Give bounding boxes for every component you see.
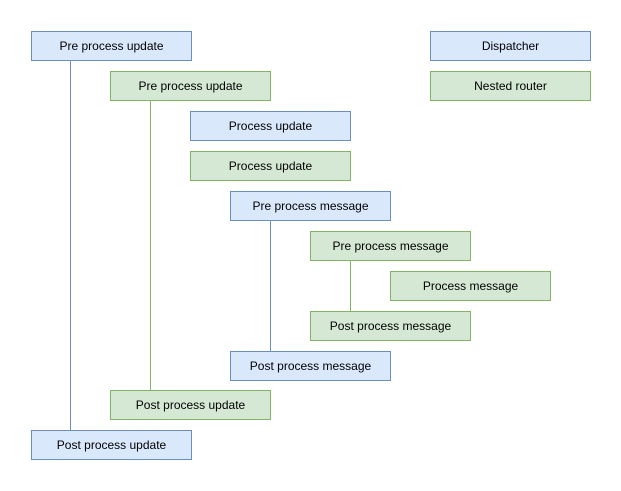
node-nested-router: Nested router xyxy=(430,71,591,101)
node-pre-process-update-green: Pre process update xyxy=(110,71,271,101)
node-post-process-message-blue: Post process message xyxy=(230,351,391,381)
connector-pre-message-to-post-message-blue xyxy=(270,221,271,351)
node-process-update-green: Process update xyxy=(190,151,351,181)
connector-pre-message-to-post-message-green xyxy=(350,261,351,311)
node-post-process-update-blue: Post process update xyxy=(31,430,192,460)
node-process-update-blue: Process update xyxy=(190,111,351,141)
node-dispatcher: Dispatcher xyxy=(430,31,591,61)
node-process-message-green: Process message xyxy=(390,271,551,301)
connector-pre-update-to-post-update-blue xyxy=(70,61,71,430)
node-pre-process-message-green: Pre process message xyxy=(310,231,471,261)
node-post-process-message-green: Post process message xyxy=(310,311,471,341)
node-post-process-update-green: Post process update xyxy=(110,390,271,420)
node-pre-process-update-blue: Pre process update xyxy=(31,31,192,61)
connector-pre-update-to-post-update-green xyxy=(150,101,151,390)
node-pre-process-message-blue: Pre process message xyxy=(230,191,391,221)
